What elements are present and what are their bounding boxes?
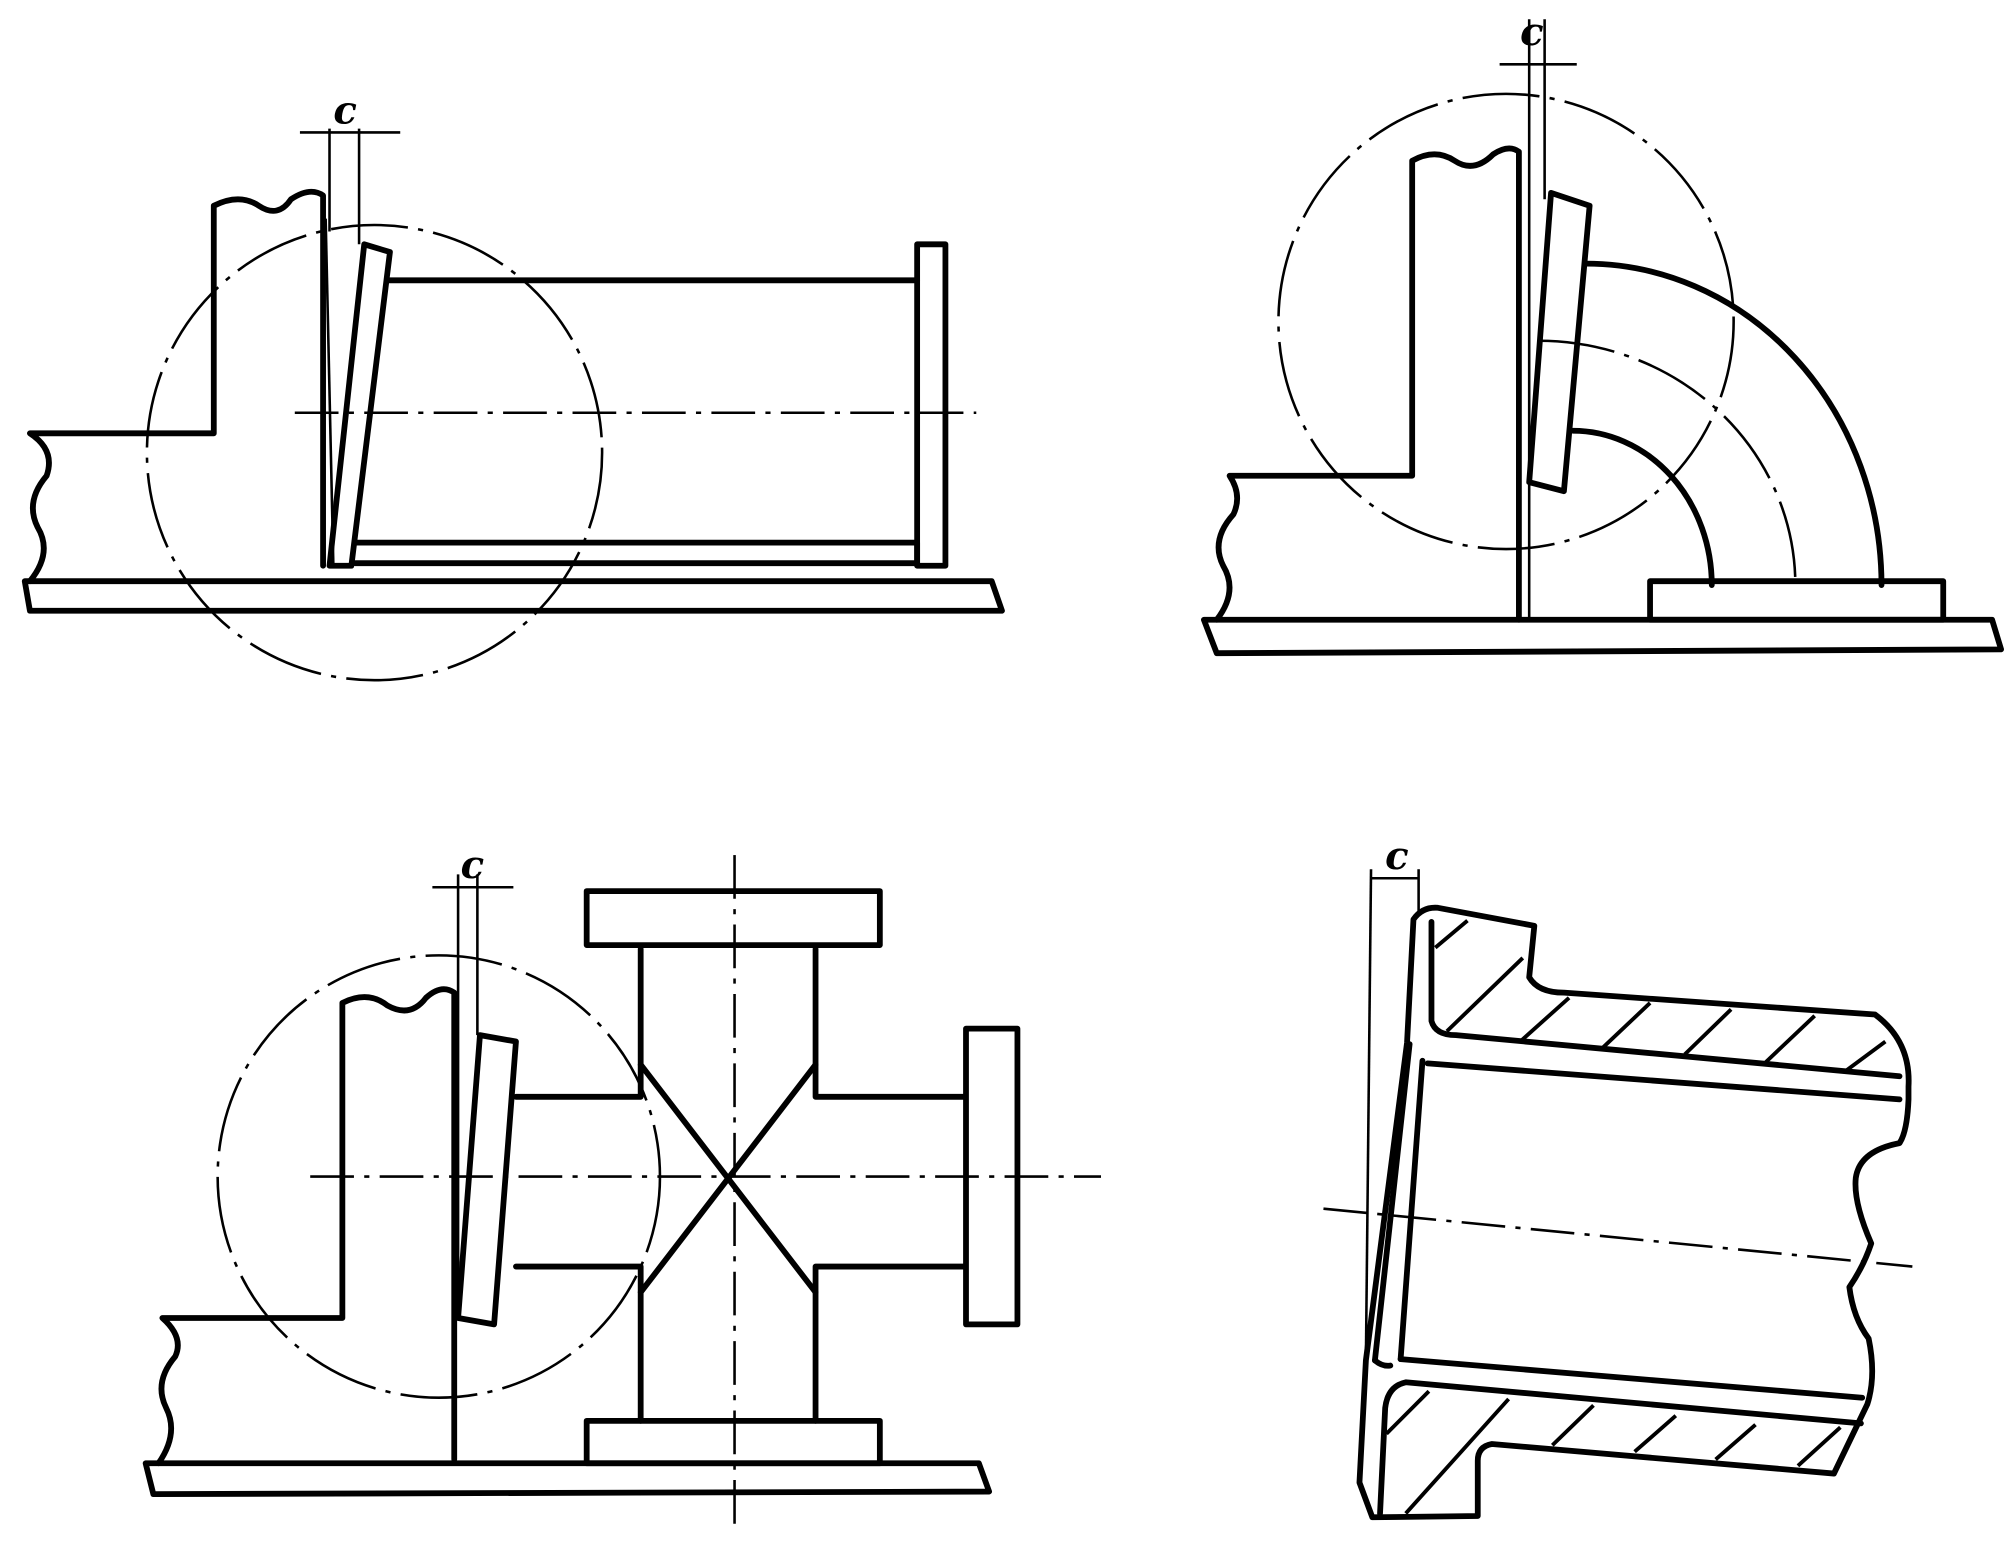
wall-section — [155, 986, 458, 1467]
end-flange — [914, 241, 949, 569]
lining-corner-bottom — [1371, 1357, 1394, 1369]
cross-diagonal-b — [637, 1061, 819, 1296]
bore-line-top — [1424, 1060, 1903, 1103]
centerline — [1323, 1207, 1913, 1268]
top-flange — [583, 888, 883, 948]
gap-line — [324, 218, 335, 566]
lining-inner-edge-top — [1428, 919, 1903, 1080]
base-plate — [1200, 616, 2004, 657]
pipe-bottom-wall — [352, 539, 921, 567]
lining-face-inner — [1397, 1057, 1426, 1363]
elbow-centerline-arc — [1538, 339, 1797, 586]
lining-face-outer — [1371, 1041, 1413, 1364]
detail-circle — [216, 954, 662, 1399]
dimension-label-c: c — [1385, 834, 1408, 879]
wall-section — [27, 188, 326, 585]
detail-circle — [145, 223, 604, 682]
figure-pipe-flange: c — [21, 88, 1005, 682]
flange-outline — [1356, 904, 1912, 1521]
wall-section — [1213, 145, 1522, 623]
figure-flange-section: c — [1323, 834, 1913, 1521]
tilted-flange — [1526, 189, 1593, 495]
tilted-flange — [326, 241, 393, 569]
elbow-inner-arc — [1570, 427, 1715, 588]
section-hatching — [1385, 919, 1887, 1515]
figure-cross-fitting: c — [142, 843, 1102, 1531]
dimension-extension-left — [1364, 869, 1373, 1361]
bottom-flange — [1647, 578, 1947, 623]
bore-line-bottom — [1397, 1356, 1866, 1401]
dimension-label-c: c — [461, 843, 484, 888]
tilted-flange — [455, 1032, 519, 1328]
base-plate — [21, 578, 1005, 614]
lining-inner-edge-bottom — [1377, 1379, 1864, 1517]
base-plate — [142, 1460, 993, 1498]
bottom-flange — [583, 1417, 883, 1467]
cross-body — [513, 946, 967, 1424]
detail-circle — [1277, 92, 1735, 551]
dimension-label-c: c — [1520, 10, 1543, 55]
dimension-label-c: c — [333, 88, 356, 133]
figure-elbow-flange: c — [1200, 10, 2004, 657]
elbow-outer-arc — [1582, 260, 1885, 588]
